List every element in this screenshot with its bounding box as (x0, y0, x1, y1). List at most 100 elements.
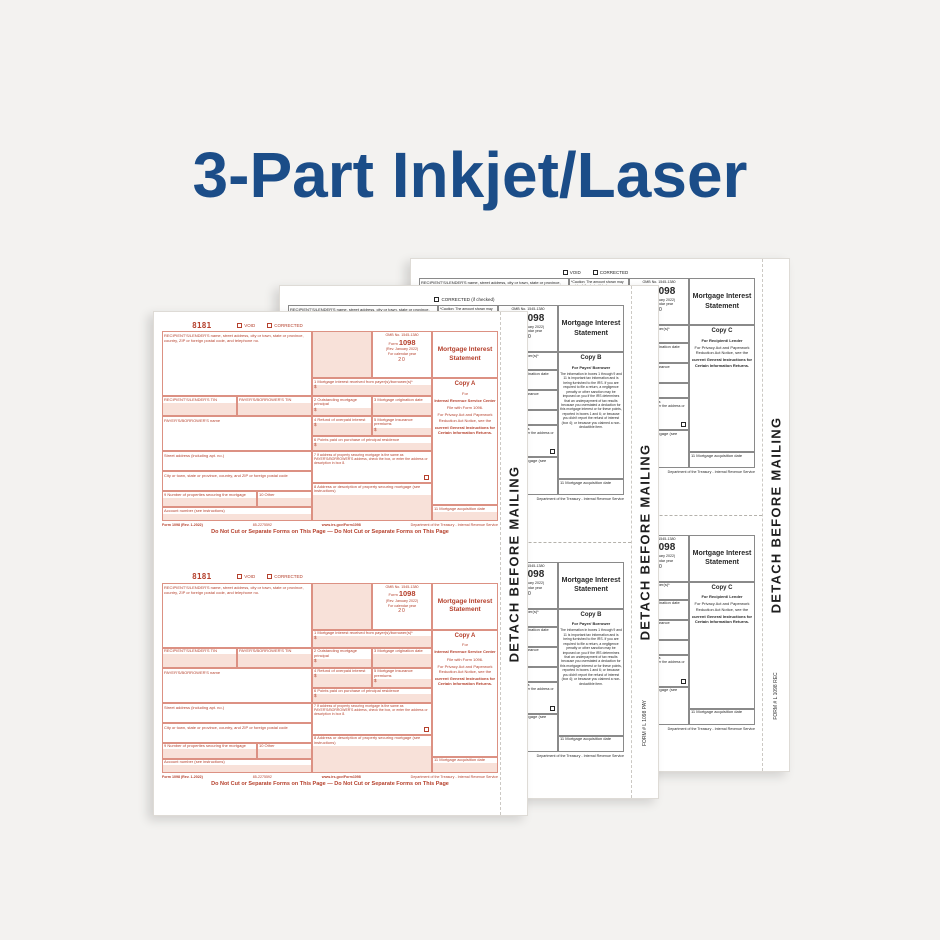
entry-block (312, 582, 372, 630)
void-label: VOID (244, 574, 256, 579)
entry-area (313, 583, 371, 629)
payer-tin-box: PAYER'S/BORROWER'S TIN (237, 396, 312, 416)
corrected-if-checked-label: CORRECTED (if checked) (441, 296, 495, 302)
privacy-notice-2: current General Instructions for Certain… (691, 357, 753, 368)
copy-destination: Internal Revenue Service Center (434, 397, 496, 403)
copy-label: Copy A (454, 381, 476, 387)
form-1098-copy-a: 8181 VOID CORRECTED RECIPIENT'S/LENDER'S… (154, 564, 500, 816)
copy-destination: Internal Revenue Service Center (434, 649, 496, 655)
street-address-box: Street address (including apt. no.) (162, 451, 312, 471)
copy-for: For (462, 390, 468, 396)
form-header-row: CORRECTED (if checked) (288, 294, 629, 304)
file-with: File with Form 1096. (446, 656, 484, 662)
box7-checkbox (550, 449, 555, 454)
corrected-label: CORRECTED (274, 322, 303, 328)
box7-same-address: 7 If address of property securing mortga… (312, 451, 432, 483)
omb-number: OMB No. 1545-1380 (385, 333, 419, 337)
statement-title: Mortgage Interest Statement (558, 305, 624, 352)
void-label: VOID (244, 322, 256, 328)
box7-checkbox (424, 726, 429, 732)
privacy-notice-1: For Privacy Act and Paperwork Reduction … (694, 344, 750, 356)
revision: (Rev. January 2022) (385, 347, 419, 352)
box2-outstanding-principal: 2 Outstanding mortgage principal$ (312, 396, 372, 416)
box9-number-of-properties: 9 Number of properties securing the mort… (162, 742, 257, 759)
omb-number: OMB No. 1545-1380 (511, 563, 545, 568)
privacy-notice-2: current General Instructions for Certain… (691, 613, 753, 625)
form-header-row: 8181 VOID CORRECTED (162, 572, 498, 582)
print-code: 8181 (192, 320, 212, 330)
box4-refund: 4 Refund of overpaid interest$ (312, 416, 372, 436)
form-header-row: 8181 VOID CORRECTED (162, 320, 498, 330)
payer-tin-box: PAYER'S/BORROWER'S TIN (237, 647, 312, 668)
box11-acquisition-date: 11 Mortgage acquisition date (432, 505, 498, 521)
box3-origination-date: 3 Mortgage origination date (372, 647, 432, 668)
copy-info-column: Copy C For Recipient/ Lender For Privacy… (689, 325, 755, 452)
omb-number: OMB No. 1545-1380 (642, 280, 676, 284)
box3-origination-date: 3 Mortgage origination date (372, 396, 432, 416)
file-with: File with Form 1096. (446, 405, 484, 411)
statement-title: Mortgage Interest Statement (689, 534, 755, 582)
omb-box: OMB No. 1545-1380 Form 1098 (Rev. Januar… (372, 331, 432, 378)
copy-label: Copy B (580, 611, 602, 618)
city-box: City or town, state or province, country… (162, 471, 312, 491)
omb-number: OMB No. 1545-1380 (642, 536, 676, 541)
revision: (Rev. January 2022) (385, 598, 419, 603)
copy-info-column: Copy B For Payer/ Borrower The informati… (558, 608, 624, 736)
tear-off-stub: DETACH BEFORE MAILING FORM # L 1098 PAY (631, 286, 658, 798)
entry-block (312, 331, 372, 378)
do-not-cut-line: Do Not Cut or Separate Forms on This Pag… (211, 529, 449, 535)
stub-form-code: FORM # L 1098 REC (773, 672, 779, 720)
box9-number-of-properties: 9 Number of properties securing the mort… (162, 491, 257, 507)
privacy-notice-2: current General Instructions for Certain… (434, 676, 496, 687)
year-blank: 20 (398, 356, 406, 363)
tear-off-stub: DETACH BEFORE MAILING (500, 312, 527, 815)
account-number-box: Account number (see instructions) (162, 758, 312, 773)
box7-checkbox (681, 678, 686, 684)
city-box: City or town, state or province, country… (162, 722, 312, 743)
void-checkbox (237, 322, 243, 328)
statement-title: Mortgage Interest Statement (558, 561, 624, 609)
footer-url: www.irs.gov/Form1098 (321, 774, 361, 779)
tear-off-stub: DETACH BEFORE MAILING FORM # L 1098 REC (762, 259, 789, 771)
form-grid: RECIPIENT'S/LENDER'S name, street addres… (162, 331, 498, 521)
box6-points: 6 Points paid on purchase of principal r… (312, 687, 432, 703)
box10-other: 10 Other (257, 491, 312, 507)
detach-before-mailing-text: DETACH BEFORE MAILING (637, 443, 653, 641)
form-1098-copy-a: 8181 VOID CORRECTED RECIPIENT'S/LENDER'S… (154, 312, 500, 564)
void-checkbox (237, 574, 243, 579)
box5-insurance-premiums: 5 Mortgage insurance premiums$ (372, 416, 432, 436)
account-number-box: Account number (see instructions) (162, 507, 312, 521)
entry-area (313, 332, 371, 377)
recipient-tin-box: RECIPIENT'S/LENDER'S TIN (162, 647, 237, 668)
copy-label: Copy B (580, 355, 602, 361)
void-checkbox (562, 269, 568, 275)
do-not-cut-line: Do Not Cut or Separate Forms on This Pag… (211, 780, 449, 787)
copy-b-notice: The information in boxes 1 through 9 and… (560, 371, 622, 430)
copy-a-forms: 8181 VOID CORRECTED RECIPIENT'S/LENDER'S… (154, 312, 500, 815)
stub-form-code: FORM # L 1098 PAY (642, 699, 648, 747)
box8-property-description: 8 Address or description of property sec… (312, 734, 432, 773)
omb-number: OMB No. 1545-1380 (511, 307, 545, 311)
copy-info-column: Copy C For Recipient/ Lender For Privacy… (689, 581, 755, 709)
box8-property-description: 8 Address or description of property sec… (312, 483, 432, 521)
box11-acquisition-date: 11 Mortgage acquisition date (558, 479, 624, 495)
street-address-box: Street address (including apt. no.) (162, 702, 312, 723)
copy-for: For Recipient/ Lender (701, 337, 743, 343)
omb-box: OMB No. 1545-1380 Form 1098 (Rev. Januar… (372, 582, 432, 630)
box11-acquisition-date: 11 Mortgage acquisition date (558, 735, 624, 752)
box11-acquisition-date: 11 Mortgage acquisition date (689, 708, 755, 725)
footer-form: Form 1098 (Rev. 1-2022) (162, 523, 203, 527)
footer-treasury: Department of the Treasury - Internal Re… (536, 497, 624, 501)
form-number-line: Form 1098 (388, 589, 416, 599)
copy-label: Copy C (711, 328, 733, 334)
product-headline: 3-Part Inkjet/Laser (192, 139, 748, 211)
form-footer: Form 1098 (Rev. 1-2022) 85-2275592 www.i… (162, 775, 498, 779)
copy-a-sheet: 8181 VOID CORRECTED RECIPIENT'S/LENDER'S… (153, 311, 528, 816)
footer-url: www.irs.gov/Form1098 (321, 523, 361, 527)
form-grid: RECIPIENT'S/LENDER'S name, street addres… (162, 582, 498, 773)
box6-points: 6 Points paid on purchase of principal r… (312, 436, 432, 451)
copy-label: Copy C (711, 584, 733, 591)
form-header-row: VOID CORRECTED (419, 267, 760, 277)
footer-treasury: Department of the Treasury - Internal Re… (667, 470, 755, 474)
privacy-notice-1: For Privacy Act and Paperwork Reduction … (437, 412, 493, 423)
